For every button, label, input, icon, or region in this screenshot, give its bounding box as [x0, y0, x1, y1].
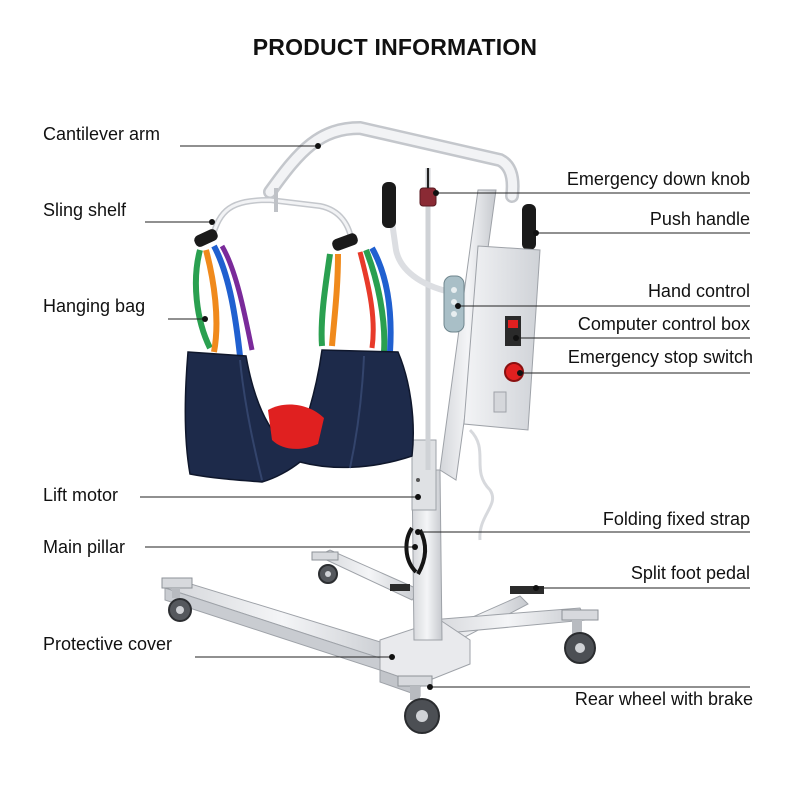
label-main-pillar: Main pillar: [43, 537, 126, 557]
emergency-down-knob: [419, 168, 437, 207]
label-rear-wheel-with-brake: Rear wheel with brake: [574, 689, 753, 709]
caster-back-left: [311, 551, 339, 584]
label-emergency-stop-switch: Emergency stop switch: [567, 347, 753, 367]
rear-wheel-with-brake: [397, 675, 440, 734]
cantilever-arm: [263, 120, 520, 470]
leader-lines: [140, 145, 750, 688]
label-push-handle: Push handle: [649, 209, 750, 229]
label-hand-control: Hand control: [647, 281, 750, 301]
caster-front-left: [161, 577, 193, 622]
leader-dots: [202, 143, 539, 690]
sling-shelf: [194, 188, 358, 251]
hand-control: [443, 275, 465, 333]
split-foot-pedal: [390, 584, 544, 594]
caster-right: [561, 609, 599, 664]
label-folding-fixed-strap: Folding fixed strap: [602, 509, 750, 529]
page-title: PRODUCT INFORMATION: [252, 34, 538, 60]
label-protective-cover: Protective cover: [43, 634, 173, 654]
label-emergency-down-knob: Emergency down knob: [566, 169, 750, 189]
label-cantilever-arm: Cantilever arm: [43, 124, 161, 144]
computer-control-box: [463, 245, 541, 431]
main-pillar: [404, 439, 443, 641]
label-sling-shelf: Sling shelf: [43, 200, 127, 220]
label-computer-control-box: Computer control box: [577, 314, 750, 334]
label-lift-motor: Lift motor: [43, 485, 119, 505]
emergency-stop-switch: [504, 362, 524, 382]
label-hanging-bag: Hanging bag: [43, 296, 146, 316]
base-frame: [163, 549, 587, 697]
label-split-foot-pedal: Split foot pedal: [630, 563, 750, 583]
hanging-bag: [184, 244, 414, 483]
